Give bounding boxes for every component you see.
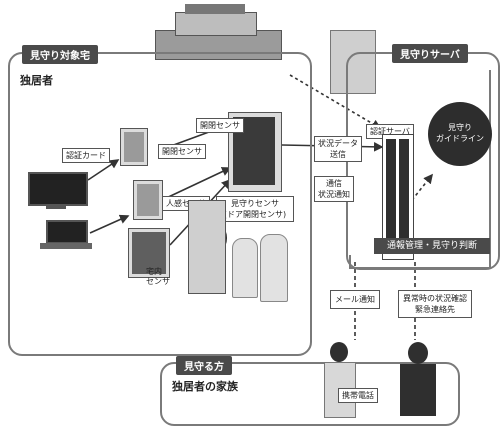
monitor-sensor-line2: (ドア開閉センサ) bbox=[223, 210, 287, 219]
tv-device bbox=[28, 172, 88, 206]
arrow-laptop bbox=[89, 214, 130, 234]
alert-line1: 異常時の状況確認 bbox=[403, 294, 467, 303]
label-receive-b: 通信 状況通知 bbox=[314, 176, 354, 202]
tv-stand bbox=[46, 204, 66, 209]
arrow-tv bbox=[87, 159, 120, 181]
elderly-person-right bbox=[260, 234, 288, 302]
receive-b-line1: 通信 bbox=[326, 179, 342, 188]
home-tag: 見守り対象宅 bbox=[22, 45, 98, 64]
receive-a-line1: 状況データ bbox=[318, 139, 358, 148]
server-title: 見守りサーバ bbox=[392, 44, 468, 63]
label-device-card: 認証カード bbox=[62, 148, 110, 163]
label-mail: メール通知 bbox=[330, 290, 380, 309]
label-receive-a: 状況データ 送信 bbox=[314, 136, 362, 162]
arrow-sensor-sensor bbox=[161, 167, 232, 201]
receive-b-line2: 状況通知 bbox=[318, 190, 350, 199]
home-subtitle: 独居者 bbox=[20, 74, 53, 87]
alert-line2: 緊急連絡先 bbox=[415, 305, 455, 314]
label-phone: 携帯電話 bbox=[338, 388, 378, 403]
management-bar: 通報管理・見守り判断 bbox=[374, 238, 490, 254]
label-monitor-sensor: 見守りセンサ (ドア開閉センサ) bbox=[216, 196, 294, 222]
family-person-man bbox=[398, 342, 438, 416]
guideline-circle: 見守り ガイドライン bbox=[428, 102, 492, 166]
label-alert: 異常時の状況確認 緊急連絡先 bbox=[398, 290, 472, 318]
sensor-b-thumbnail bbox=[128, 228, 170, 278]
laptop-base bbox=[40, 243, 92, 249]
caption-socket-line2: センサ bbox=[146, 277, 170, 286]
elderly-person-left bbox=[232, 238, 258, 298]
home-region bbox=[8, 52, 312, 356]
caption-socket-line1: 宅内 bbox=[146, 267, 162, 276]
family-subtitle: 独居者の家族 bbox=[172, 380, 238, 393]
guideline-line1: 見守り bbox=[448, 123, 472, 132]
family-person-woman bbox=[322, 342, 356, 418]
house-illustration bbox=[155, 4, 282, 60]
monitor-sensor-line1: 見守りセンサ bbox=[231, 199, 279, 208]
family-tag: 見守る方 bbox=[176, 356, 232, 375]
laptop-device bbox=[46, 220, 88, 244]
door-sensor-post bbox=[188, 200, 226, 294]
guideline-line2: ガイドライン bbox=[436, 134, 484, 143]
receive-a-line2: 送信 bbox=[330, 150, 346, 159]
arrow-server-guideline bbox=[411, 173, 433, 201]
sensor-a-thumbnail bbox=[133, 180, 163, 220]
card-thumbnail bbox=[120, 128, 148, 166]
label-sensor-a: 開閉センサ bbox=[158, 144, 206, 159]
label-door-top: 開閉センサ bbox=[196, 118, 244, 133]
